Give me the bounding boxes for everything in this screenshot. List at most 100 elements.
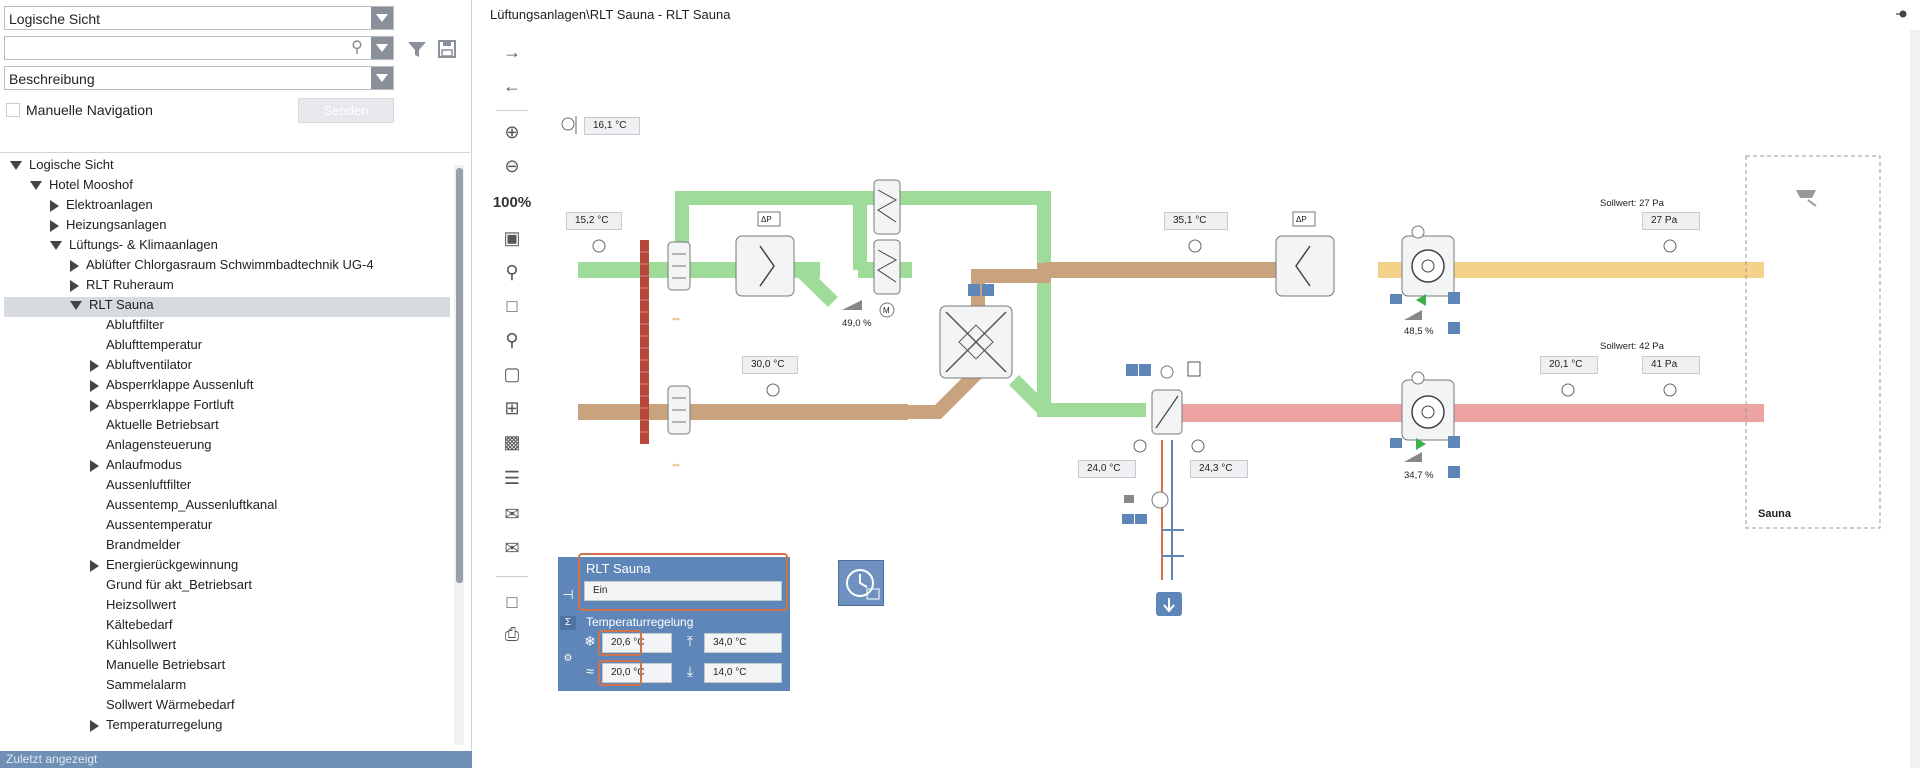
tree-item[interactable]: Heizungsanlagen	[0, 217, 166, 237]
tree-item[interactable]: Sammelalarm	[0, 677, 186, 697]
extract-pressure-value[interactable]: 41 Pa	[1642, 356, 1700, 374]
fit-page-icon[interactable]: ▩	[503, 431, 521, 452]
tree-item[interactable]: Kältebedarf	[0, 617, 173, 637]
supply-fan-speed-value[interactable]: 48,5 %	[1404, 326, 1434, 337]
room-temp-value[interactable]: 20,1 °C	[1540, 356, 1598, 374]
tree-item[interactable]: Anlagensteuerung	[0, 437, 212, 457]
expand-right-icon[interactable]	[50, 219, 59, 232]
expand-right-icon[interactable]	[90, 379, 99, 392]
smoke-detector-icon[interactable]	[1796, 190, 1817, 207]
tree-item[interactable]: Manuelle Betriebsart	[0, 657, 225, 677]
cooling-setpoint-value[interactable]: 20,6 °C	[602, 633, 672, 653]
manual-navigation-checkbox[interactable]	[6, 103, 20, 117]
expand-right-icon[interactable]	[50, 199, 59, 212]
extract-in-temp-value[interactable]: 30,0 °C	[742, 356, 798, 374]
heater-flow-temp-value[interactable]: 24,0 °C	[1078, 460, 1136, 478]
search-input[interactable]: ⚲	[4, 36, 394, 60]
comment-icon[interactable]: ✉	[504, 503, 520, 524]
zoom-in-icon[interactable]: ⊕	[504, 121, 520, 142]
extract-fan[interactable]	[1390, 371, 1460, 478]
pan-icon[interactable]: ⊞	[504, 397, 520, 418]
zoom-select-icon[interactable]: ⚲	[505, 329, 519, 350]
expand-down-icon[interactable]	[30, 181, 42, 191]
expand-right-icon[interactable]	[90, 459, 99, 472]
tree-item[interactable]: Aussentemperatur	[0, 517, 212, 537]
schedule-button[interactable]	[838, 560, 884, 606]
document-icon[interactable]: □	[506, 591, 518, 612]
tree-item[interactable]: Grund für akt_Betriebsart	[0, 577, 252, 597]
tree-item[interactable]: Aussenluftfilter	[0, 477, 191, 497]
outdoor-air-filter[interactable]: ΔP	[735, 211, 795, 297]
print-icon[interactable]: ⎙	[504, 623, 520, 644]
min-limit-value[interactable]: 14,0 °C	[704, 663, 782, 683]
bypass-dampers[interactable]: M	[842, 179, 901, 318]
heating-coil[interactable]	[1122, 361, 1201, 616]
heater-return-temp-value[interactable]: 24,3 °C	[1190, 460, 1248, 478]
tree-item[interactable]: RLT Sauna	[4, 297, 450, 317]
expand-right-icon[interactable]	[90, 399, 99, 412]
filter-icon[interactable]	[406, 38, 428, 60]
graphic-scrollbar[interactable]	[1910, 30, 1920, 768]
heating-setpoint-value[interactable]: 20,0 °C	[602, 663, 672, 683]
tree-item[interactable]: Anlaufmodus	[0, 457, 182, 477]
chevron-down-icon[interactable]	[371, 37, 393, 59]
tree-item[interactable]: Absperrklappe Fortluft	[0, 397, 234, 417]
tree-item[interactable]: RLT Ruheraum	[0, 277, 174, 297]
zoom-out-icon[interactable]: ⊖	[504, 155, 520, 176]
pin-icon[interactable]	[1896, 8, 1908, 20]
tree-item[interactable]: Elektroanlagen	[0, 197, 153, 217]
expand-right-icon[interactable]	[70, 259, 79, 272]
zoom-fit-icon[interactable]: ▣	[503, 227, 521, 248]
tree-item[interactable]: Aktuelle Betriebsart	[0, 417, 219, 437]
expand-down-icon[interactable]	[50, 241, 62, 251]
expand-right-icon[interactable]	[70, 279, 79, 292]
zoom-level[interactable]: 100%	[492, 193, 532, 211]
tree-item[interactable]: Energierückgewinnung	[0, 557, 238, 577]
save-icon[interactable]	[436, 38, 458, 60]
heat-recovery-unit[interactable]	[939, 284, 1013, 379]
forward-icon[interactable]: →	[503, 41, 521, 62]
layers-icon[interactable]: ☰	[503, 467, 521, 488]
tree-item[interactable]: Ablüfter Chlorgasraum Schwimmbadtechnik …	[0, 257, 374, 277]
search-icon[interactable]: ⚲	[351, 39, 363, 56]
expand-right-icon[interactable]	[90, 559, 99, 572]
supply-pressure-value[interactable]: 27 Pa	[1642, 212, 1700, 230]
tree-item[interactable]: Absperrklappe Aussenluft	[0, 377, 253, 397]
exhaust-shutoff-damper[interactable]	[667, 385, 691, 435]
tree-scrollbar-thumb[interactable]	[456, 168, 463, 583]
expand-right-icon[interactable]	[90, 719, 99, 732]
tree-item[interactable]: Temperaturregelung	[0, 717, 222, 737]
exhaust-temp-value[interactable]: 35,1 °C	[1164, 212, 1228, 230]
tree-item[interactable]: Heizsollwert	[0, 597, 176, 617]
tree-item[interactable]: Kühlsollwert	[0, 637, 176, 657]
sort-select[interactable]: Beschreibung	[4, 66, 394, 90]
supply-fan[interactable]	[1390, 225, 1460, 334]
tree-item[interactable]: Aussentemp_Aussenluftkanal	[0, 497, 277, 517]
extract-fan-speed-value[interactable]: 34,7 %	[1404, 470, 1434, 481]
supply-in-temp-value[interactable]: 15,2 °C	[566, 212, 622, 230]
chevron-down-icon[interactable]	[371, 67, 393, 89]
expand-down-icon[interactable]	[70, 301, 82, 311]
max-limit-value[interactable]: 34,0 °C	[704, 633, 782, 653]
tree-item[interactable]: Hotel Mooshof	[0, 177, 133, 197]
extract-air-filter[interactable]: ΔP	[1275, 211, 1335, 297]
sauna-room[interactable]	[1745, 155, 1881, 529]
recently-viewed-bar[interactable]: Zuletzt angezeigt	[0, 751, 472, 768]
send-button[interactable]: Senden	[298, 98, 394, 123]
rlt-state-value[interactable]: Ein	[584, 581, 782, 601]
chevron-down-icon[interactable]	[371, 7, 393, 29]
tree-item[interactable]: Abluftfilter	[0, 317, 164, 337]
tree-item[interactable]: Abluftventilator	[0, 357, 192, 377]
outdoor-temp-value[interactable]: 16,1 °C	[584, 117, 640, 135]
expand-down-icon[interactable]	[10, 161, 22, 171]
expand-right-icon[interactable]	[90, 359, 99, 372]
damper-position-value[interactable]: 49,0 %	[842, 318, 872, 329]
fit-width-icon[interactable]: ▢	[503, 363, 521, 384]
tree-item[interactable]: Brandmelder	[0, 537, 180, 557]
tree-item[interactable]: Sollwert Wärmebedarf	[0, 697, 235, 717]
outdoor-shutoff-damper[interactable]	[667, 241, 691, 291]
magnifier-icon[interactable]: ⚲	[505, 261, 519, 282]
back-icon[interactable]: ←	[503, 75, 521, 96]
tree-item[interactable]: Ablufttemperatur	[0, 337, 202, 357]
view-select[interactable]: Logische Sicht	[4, 6, 394, 30]
